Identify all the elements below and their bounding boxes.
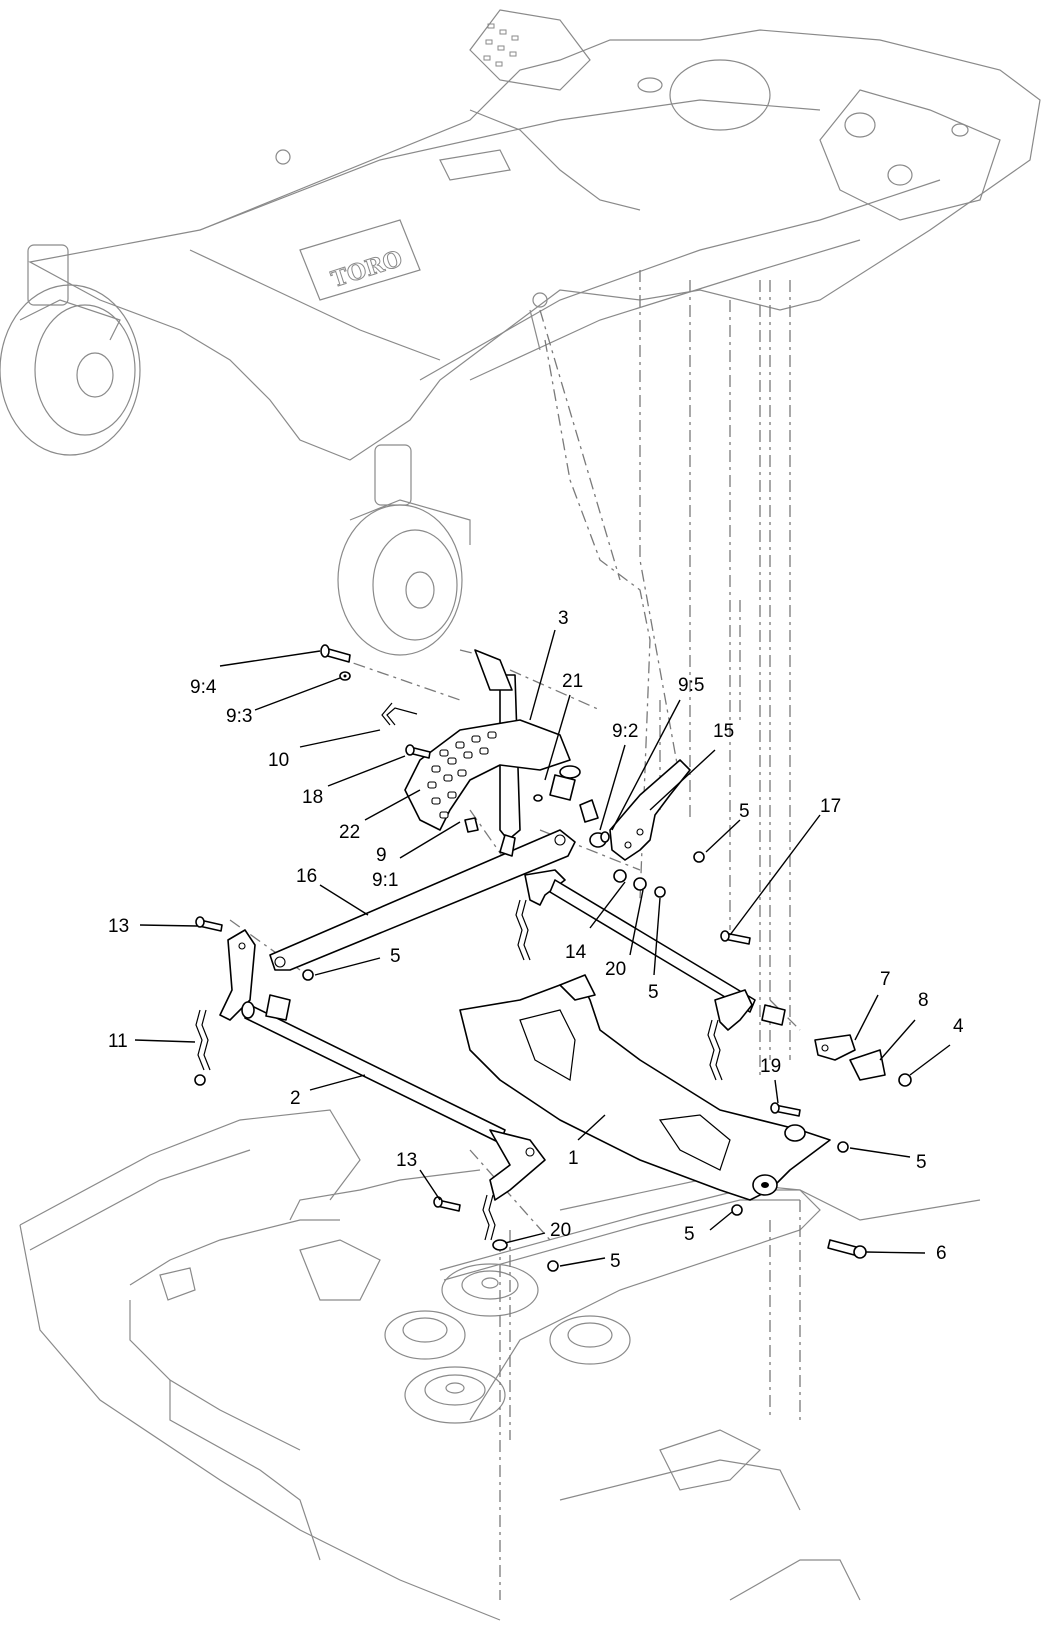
mower-frame-phantom: TORO [0, 9, 1041, 656]
part-9-2-bushing [589, 831, 610, 848]
part-16-link-bar [269, 829, 576, 971]
callout-labels: 3 21 9:5 9:2 15 9:4 9:3 10 18 22 9 9:1 5… [108, 608, 964, 1272]
part-9-3-washer [339, 671, 351, 681]
callout-4: 4 [953, 1016, 964, 1037]
callout-9-4: 9:4 [190, 677, 217, 698]
callout-9-1: 9:1 [372, 870, 398, 891]
part-2-cross-shaft [241, 994, 506, 1144]
part-17-bolt [720, 930, 751, 945]
callout-5-e: 5 [684, 1224, 695, 1245]
mower-deck-phantom [19, 1109, 981, 1621]
part-6-bolt [827, 1239, 867, 1259]
callout-5-b: 5 [390, 946, 401, 967]
callout-11: 11 [108, 1031, 128, 1052]
leader-lines [134, 629, 951, 1267]
callout-20-b: 20 [550, 1220, 571, 1241]
part-18-bolt [405, 744, 431, 759]
part-10-pin [381, 702, 418, 726]
callout-5-a: 5 [739, 801, 750, 822]
deck-pulleys [384, 1189, 821, 1424]
part-4-nut [898, 1073, 912, 1087]
callout-8: 8 [918, 990, 929, 1011]
part-13-bolt-lower [433, 1196, 461, 1212]
callout-10: 10 [268, 750, 289, 771]
part-21-spacer [533, 765, 599, 823]
part-14-20-5-hardware-stack [613, 869, 666, 898]
part-8-plate [849, 1049, 886, 1081]
callout-21: 21 [562, 671, 583, 692]
callout-6: 6 [936, 1243, 947, 1264]
part-9-4-bolt [320, 644, 351, 663]
callout-9-2: 9:2 [612, 721, 638, 742]
right-upper-hanger-bracket [707, 989, 786, 1081]
assembly-guide-lines [229, 270, 801, 1600]
callout-5-d: 5 [916, 1152, 927, 1173]
callout-17: 17 [820, 796, 841, 817]
callout-13-b: 13 [396, 1150, 417, 1171]
right-lower-hanger-bracket [482, 1129, 546, 1251]
part-7-bracket [814, 1034, 856, 1061]
callout-9-5: 9:5 [678, 675, 704, 696]
callout-19: 19 [760, 1056, 781, 1077]
callout-5-f: 5 [610, 1251, 621, 1272]
callout-9: 9 [376, 845, 387, 866]
callout-18: 18 [302, 787, 323, 808]
part-22-height-plate [404, 719, 571, 831]
callout-7: 7 [880, 969, 891, 990]
part-9-1-nut [464, 817, 479, 833]
callout-1: 1 [568, 1148, 579, 1169]
callout-13-a: 13 [108, 916, 129, 937]
callout-3: 3 [558, 608, 569, 629]
callout-2: 2 [290, 1088, 301, 1109]
callout-20-a: 20 [605, 959, 626, 980]
part-5-nuts [302, 851, 849, 1272]
callout-5-c: 5 [648, 982, 659, 1003]
callout-15: 15 [713, 721, 734, 742]
part-1-lift-arm [459, 974, 831, 1201]
part-19-bolt [770, 1102, 801, 1117]
callout-9-3: 9:3 [226, 706, 252, 727]
part-13-bolt-upper [195, 916, 223, 932]
callout-22: 22 [339, 822, 360, 843]
part-11-left-hanger-bracket [194, 929, 256, 1086]
callout-16: 16 [296, 866, 317, 887]
callout-14: 14 [565, 942, 587, 963]
